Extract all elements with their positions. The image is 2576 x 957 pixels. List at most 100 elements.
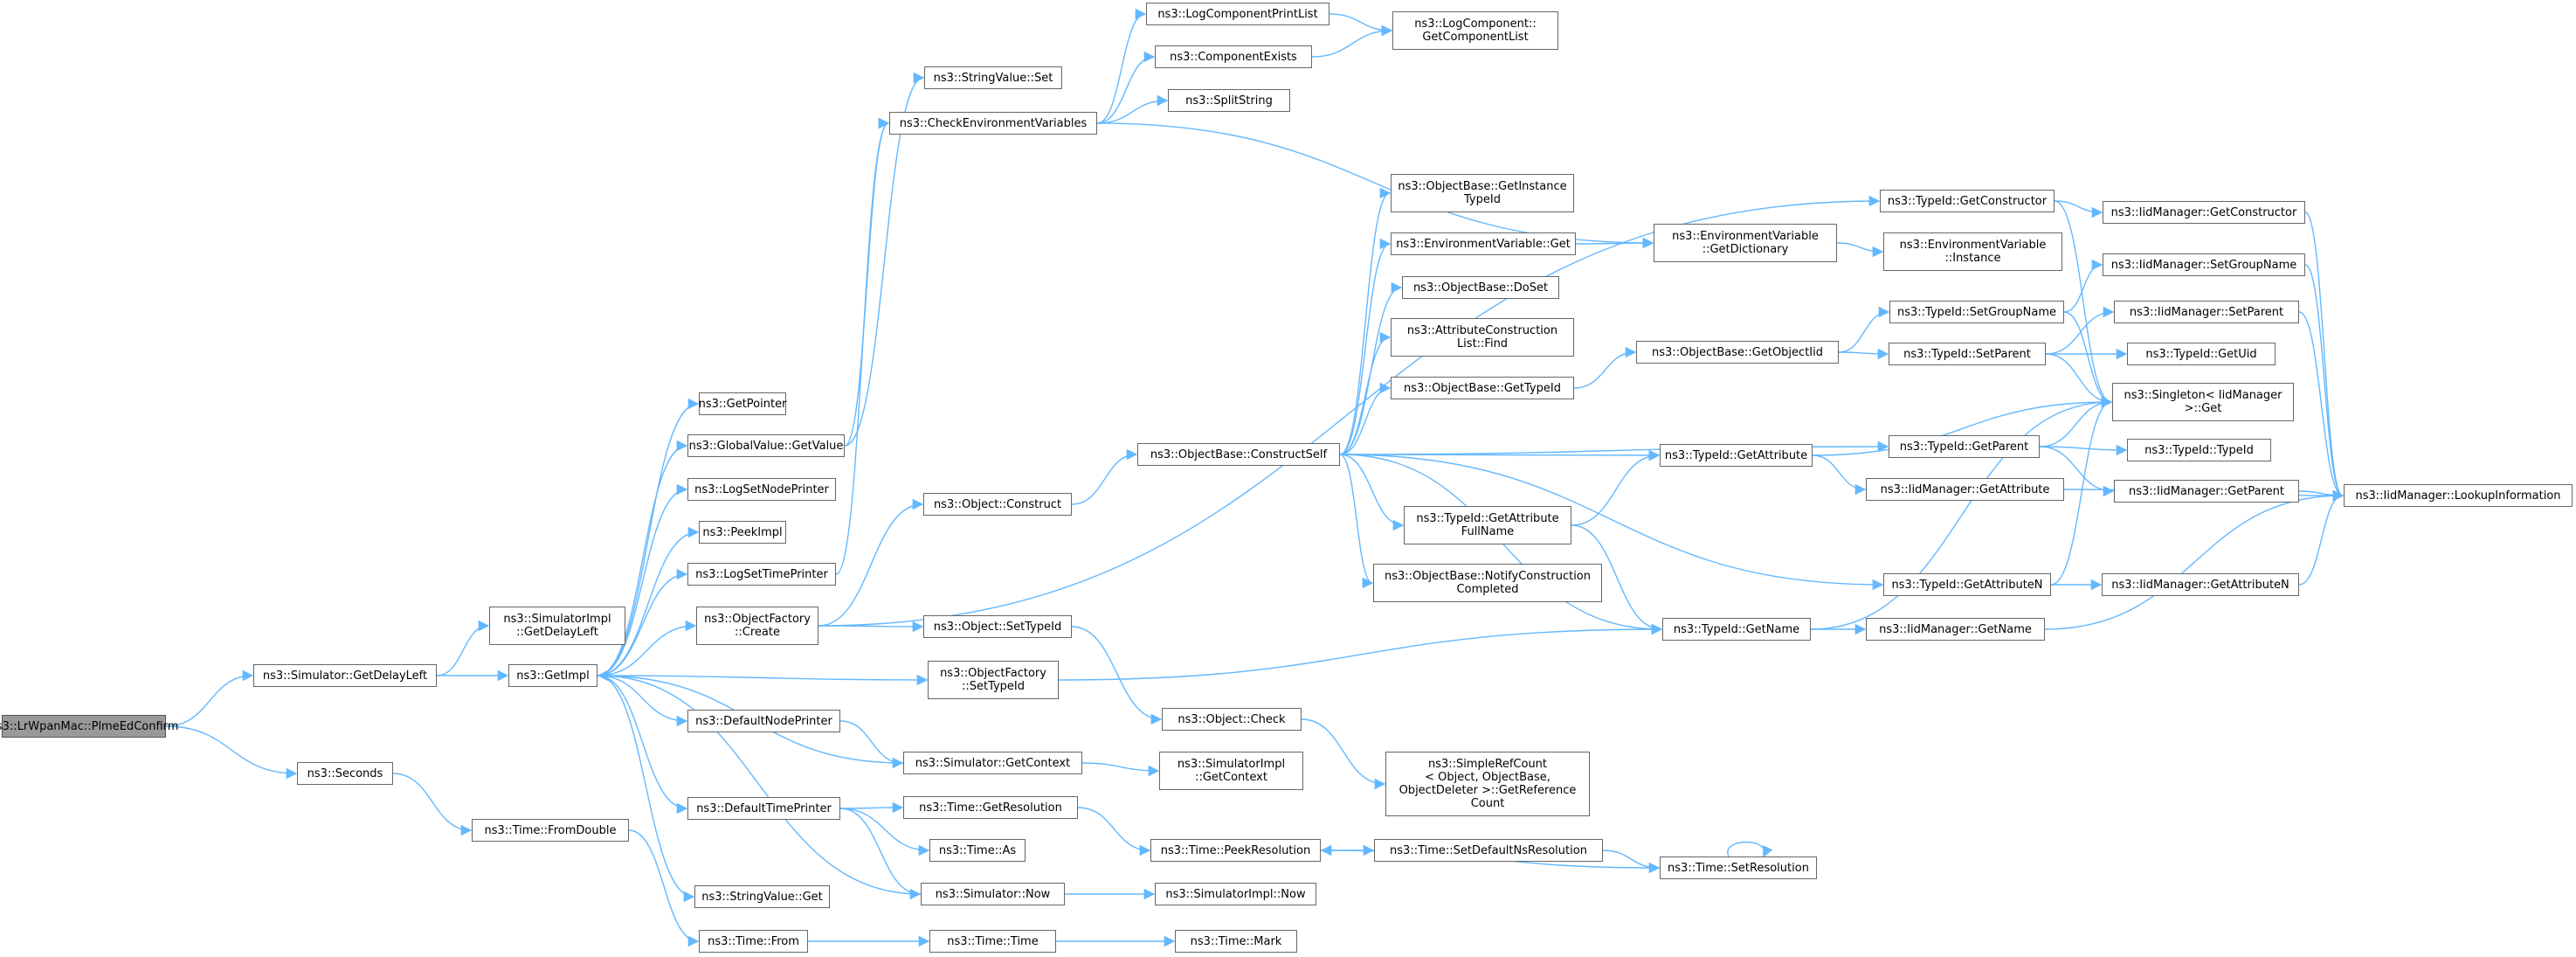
node-tidgetattrn[interactable]: ns3::TypeId::GetAttributeN <box>1883 573 2051 596</box>
edge-iidgetname-to-iidlookup <box>2044 489 2345 630</box>
node-tidgetuid[interactable]: ns3::TypeId::GetUid <box>2127 343 2276 365</box>
node-tidtypeid[interactable]: ns3::TypeId::TypeId <box>2127 439 2271 461</box>
node-envget[interactable]: ns3::EnvironmentVariable::Get <box>1391 232 1576 255</box>
edge-constructself-to-obnotify <box>1339 454 1374 589</box>
node-timegetres[interactable]: ns3::Time::GetResolution <box>903 796 1078 819</box>
node-simnow[interactable]: ns3::Simulator::Now <box>921 883 1065 905</box>
node-tidgetattr[interactable]: ns3::TypeId::GetAttribute <box>1660 444 1813 467</box>
node-simplerefcount[interactable]: ns3::SimpleRefCount< Object, ObjectBase,… <box>1385 752 1590 816</box>
node-label-line: ns3::ComponentExists <box>1170 50 1297 64</box>
node-label-line: ns3::TypeId::GetUid <box>2145 347 2257 361</box>
node-label-line: FullName <box>1461 525 1515 538</box>
node-simimplnow[interactable]: ns3::SimulatorImpl::Now <box>1155 883 1316 905</box>
node-tidsetparent[interactable]: ns3::TypeId::SetParent <box>1889 343 2046 365</box>
node-label-line: ns3::Simulator::Now <box>935 887 1051 901</box>
node-iidgetname[interactable]: ns3::IidManager::GetName <box>1866 618 2045 641</box>
node-label-line: ns3::Object::Construct <box>933 497 1062 511</box>
node-envgetdict[interactable]: ns3::EnvironmentVariable::GetDictionary <box>1654 224 1837 262</box>
node-splitstr[interactable]: ns3::SplitString <box>1168 89 1290 112</box>
node-label-line: ns3::Time::FromDouble <box>484 823 617 837</box>
node-ofcreate[interactable]: ns3::ObjectFactory::Create <box>696 607 818 645</box>
edge-fromdouble-to-timefrom <box>628 829 700 947</box>
edge-tidgetattrfull-to-tidgetname <box>1571 524 1663 635</box>
node-label-line: ns3::ObjectFactory <box>704 613 811 626</box>
node-peekres[interactable]: ns3::Time::PeekResolution <box>1150 839 1321 862</box>
node-obdoset[interactable]: ns3::ObjectBase::DoSet <box>1402 276 1559 299</box>
node-ofsettypeid[interactable]: ns3::ObjectFactory::SetTypeId <box>928 661 1059 699</box>
edge-constructself-to-tidgetattrn <box>1339 454 1884 591</box>
node-logcgetlist[interactable]: ns3::LogComponent::GetComponentList <box>1392 11 1558 50</box>
node-setres[interactable]: ns3::Time::SetResolution <box>1660 856 1817 879</box>
node-label-line: ns3::TypeId::GetAttribute <box>1416 512 1559 525</box>
node-compexists[interactable]: ns3::ComponentExists <box>1155 45 1312 68</box>
node-label-line: ns3::ObjectBase::GetInstance <box>1398 180 1567 193</box>
node-simimpl_gdl[interactable]: ns3::SimulatorImpl::GetDelayLeft <box>489 607 625 645</box>
node-objsettypeid[interactable]: ns3::Object::SetTypeId <box>923 615 1072 638</box>
node-timetime[interactable]: ns3::Time::Time <box>929 930 1056 953</box>
node-logcplist[interactable]: ns3::LogComponentPrintList <box>1146 3 1329 25</box>
node-label-line: ns3::Time::PeekResolution <box>1160 843 1311 857</box>
node-strvget[interactable]: ns3::StringValue::Get <box>694 885 830 908</box>
node-lognodepr[interactable]: ns3::LogSetNodePrinter <box>687 478 836 501</box>
node-objconstruct[interactable]: ns3::Object::Construct <box>923 493 1072 516</box>
node-timefrom[interactable]: ns3::Time::From <box>699 930 808 953</box>
edge-tidgetparent-to-tidtypeid <box>2039 444 2128 456</box>
edge-tidsetgroup-to-singleton <box>2063 311 2113 408</box>
node-label-line: ::GetContext <box>1195 771 1267 784</box>
node-gvgetvalue[interactable]: ns3::GlobalValue::GetValue <box>687 434 845 457</box>
node-iidgetattrn[interactable]: ns3::IidManager::GetAttributeN <box>2102 573 2299 596</box>
node-singleton[interactable]: ns3::Singleton< IidManager>::Get <box>2112 383 2294 421</box>
node-strvset[interactable]: ns3::StringValue::Set <box>924 66 1062 89</box>
node-envinst[interactable]: ns3::EnvironmentVariable::Instance <box>1883 232 2062 271</box>
node-tidsetgroup[interactable]: ns3::TypeId::SetGroupName <box>1889 301 2064 323</box>
node-label-line: ns3::LogComponent:: <box>1414 17 1537 31</box>
node-timeas[interactable]: ns3::Time::As <box>929 839 1026 862</box>
node-getpointer[interactable]: ns3::GetPointer <box>699 392 786 415</box>
node-tidgetname[interactable]: ns3::TypeId::GetName <box>1662 618 1811 641</box>
edge-getimpl-to-deftimepr <box>597 675 688 815</box>
node-obgettypeid[interactable]: ns3::ObjectBase::GetTypeId <box>1391 377 1574 399</box>
node-fromdouble[interactable]: ns3::Time::FromDouble <box>472 819 629 842</box>
node-iidlookup[interactable]: ns3::IidManager::LookupInformation <box>2344 484 2573 507</box>
node-label-line: ns3::SplitString <box>1185 94 1273 107</box>
node-tidgetparent[interactable]: ns3::TypeId::GetParent <box>1889 435 2040 458</box>
edge-getimpl-to-gvgetvalue <box>597 440 688 676</box>
node-defnodepr[interactable]: ns3::DefaultNodePrinter <box>687 710 840 732</box>
node-iidsetgroup[interactable]: ns3::IidManager::SetGroupName <box>2103 253 2305 276</box>
node-iidgetparent[interactable]: ns3::IidManager::GetParent <box>2114 480 2299 503</box>
edge-constructself-to-tidgetattrfull <box>1339 454 1405 531</box>
node-tidgetctor[interactable]: ns3::TypeId::GetConstructor <box>1880 190 2055 212</box>
node-iidgetctor[interactable]: ns3::IidManager::GetConstructor <box>2103 201 2305 224</box>
node-logtimepr[interactable]: ns3::LogSetTimePrinter <box>687 563 836 586</box>
node-deftimepr[interactable]: ns3::DefaultTimePrinter <box>687 797 840 820</box>
edge-deftimepr-to-timeas <box>839 808 930 856</box>
node-obgetobjtid[interactable]: ns3::ObjectBase::GetObjectIid <box>1636 341 1839 364</box>
edge-getimpl-to-defnodepr <box>597 675 688 727</box>
node-checkenv[interactable]: ns3::CheckEnvironmentVariables <box>889 112 1097 135</box>
node-timemark[interactable]: ns3::Time::Mark <box>1175 930 1297 953</box>
node-getdelay[interactable]: ns3::Simulator::GetDelayLeft <box>253 664 437 687</box>
node-getimpl[interactable]: ns3::GetImpl <box>508 664 597 687</box>
node-setdefns[interactable]: ns3::Time::SetDefaultNsResolution <box>1374 839 1603 862</box>
edge-envgetdict-to-envinst <box>1836 242 1884 258</box>
node-objcheck[interactable]: ns3::Object::Check <box>1162 708 1302 731</box>
node-simimpl_gc[interactable]: ns3::SimulatorImpl::GetContext <box>1159 752 1303 790</box>
node-simgetctx[interactable]: ns3::Simulator::GetContext <box>903 752 1082 774</box>
node-peekimpl[interactable]: ns3::PeekImpl <box>699 521 786 544</box>
node-iidgetattr[interactable]: ns3::IidManager::GetAttribute <box>1866 478 2064 501</box>
edge-constructself-to-obgettypeid <box>1339 382 1392 455</box>
edge-getimpl-to-peekimpl <box>597 526 700 676</box>
node-label-line: ns3::Time::From <box>708 934 799 948</box>
node-label-line: ns3::EnvironmentVariable <box>1899 239 2047 252</box>
node-iidsetparent[interactable]: ns3::IidManager::SetParent <box>2114 301 2299 323</box>
node-label-line: < Object, ObjectBase, <box>1425 771 1550 784</box>
node-constructself[interactable]: ns3::ObjectBase::ConstructSelf <box>1137 443 1340 466</box>
edge-iidgetctor-to-iidlookup <box>2304 212 2345 502</box>
node-seconds[interactable]: ns3::Seconds <box>297 762 393 785</box>
node-label-line: ns3::EnvironmentVariable::Get <box>1396 237 1571 251</box>
edge-objsettypeid-to-objcheck <box>1071 626 1163 725</box>
